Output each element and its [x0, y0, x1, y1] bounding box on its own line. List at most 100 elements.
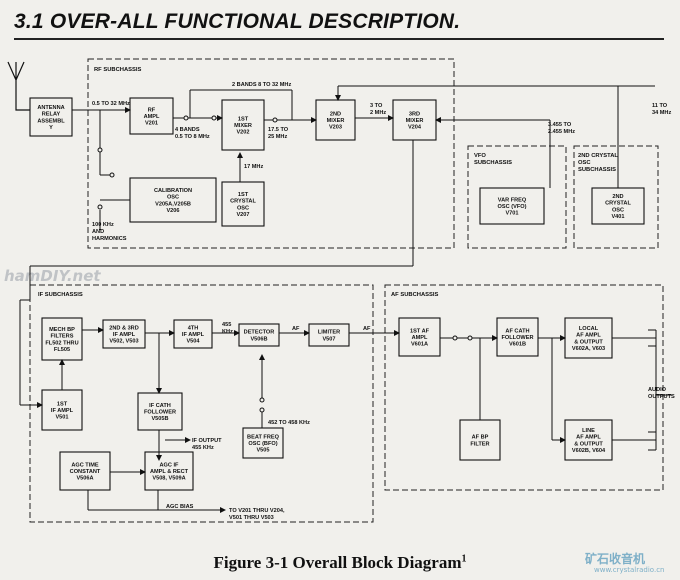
calibration-osc-label-line: OSC [167, 195, 179, 201]
2nd-3rd-if-ampl-label-line: 2ND & 3RD [109, 325, 139, 331]
2nd-mixer-label-line: 2ND [330, 111, 341, 117]
2nd-mixer-label-line: MIXER [327, 118, 345, 124]
rf-ampl-label-line: RF [148, 107, 156, 113]
line-af-ampl-label-line: V602B, V604 [572, 448, 606, 454]
agc-time-constant-label-line: V506A [76, 476, 93, 482]
var-freq-osc-label-line: V701 [505, 211, 518, 217]
antenna-relay-label-line: Y [49, 125, 53, 131]
osc2-subchassis-frame [573, 145, 659, 249]
line-af-ampl-label-line: & OUTPUT [574, 441, 603, 447]
label-0-5-to-32-mhz: 0.5 TO 32 MHz [92, 101, 130, 107]
antenna-relay-label-line: ANTENNA [37, 105, 64, 111]
switch-contact [183, 115, 189, 121]
antenna-relay-label-line: ASSEMBL [37, 118, 65, 124]
calibration-osc-label-line: CALIBRATION [154, 188, 192, 194]
watermark-url: www.crystalradio.cn [594, 566, 665, 574]
agc-if-ampl-label-line: AGC IF [160, 462, 180, 468]
rf-subchassis-label: RF SUBCHASSIS [94, 67, 141, 73]
2nd-3rd-if-ampl-label-line: V502, V503 [109, 339, 138, 345]
1st-if-ampl-label-line: V501 [55, 415, 68, 421]
page-title: 3.1 OVER-ALL FUNCTIONAL DESCRIPTION. [14, 10, 461, 33]
label-agc-bias: AGC BIAS [166, 504, 194, 510]
2nd-mixer-label-line: V203 [329, 125, 342, 131]
2nd-3rd-if-ampl-label-line: IF AMPL [113, 332, 136, 338]
1st-af-ampl-label-line: V601A [411, 342, 428, 348]
label-to-v201: TO V201 THRU V204,V501 THRU V503 [229, 508, 285, 521]
line-af-ampl-label-line: LINE [582, 428, 595, 434]
line-af-ampl-label-line: AF AMPL [576, 435, 601, 441]
agc-time-constant-label-line: CONSTANT [70, 469, 101, 475]
switch-contact [467, 335, 473, 341]
mech-bp-filters-label-line: MECH BP [49, 327, 75, 333]
switch-contact [259, 407, 265, 413]
detector-label-line: V506B [250, 336, 267, 342]
agc-if-ampl-label-line: AMPL & RECT [150, 469, 189, 475]
label-af-detector: AF [292, 326, 300, 332]
label-af-limiter: AF [363, 326, 371, 332]
beat-freq-osc-label-line: V505 [256, 448, 269, 454]
antenna-relay-label-line: RELAY [42, 112, 61, 118]
var-freq-osc-label-line: VAR FREQ [498, 197, 527, 203]
2nd-crystal-osc-label-line: CRYSTAL [605, 201, 631, 207]
switch-contact [272, 117, 278, 123]
3rd-mixer-label-line: MIXER [406, 118, 424, 124]
1st-crystal-osc-label-line: 1ST [238, 192, 249, 198]
limiter-label-line: LIMITER [318, 330, 340, 336]
af-bp-filter-label-line: FILTER [470, 441, 489, 447]
label-bfo-range: 452 TO 458 KHz [268, 420, 310, 426]
1st-crystal-osc-label-line: V207 [236, 212, 249, 218]
1st-if-ampl-label-line: 1ST [57, 401, 68, 407]
rf-ampl-label-line: AMPL [144, 114, 160, 120]
switch-contact [97, 147, 103, 153]
2nd-crystal-osc-label-line: OSC [612, 207, 624, 213]
4th-if-ampl-label-line: IF AMPL [182, 332, 205, 338]
mech-bp-filters-label-line: FL502 THRU [45, 340, 78, 346]
4th-if-ampl-label-line: V504 [186, 339, 200, 345]
3rd-mixer-label-line: V204 [408, 125, 422, 131]
watermark-site: hamDIY.net [4, 267, 101, 285]
agc-time-constant-label-line: AGC TIME [71, 462, 99, 468]
beat-freq-osc-label-line: BEAT FREQ [247, 434, 280, 440]
vfo-subchassis-frame [467, 145, 567, 249]
antenna-icon [7, 61, 30, 111]
calibration-osc-label-line: V206 [166, 208, 179, 214]
agc-if-ampl-label-line: V508, V509A [152, 476, 185, 482]
4th-if-ampl-label-line: 4TH [188, 325, 199, 331]
2nd-crystal-osc-label-line: 2ND [612, 194, 623, 200]
local-af-ampl-label-line: & OUTPUT [574, 339, 603, 345]
af-subchassis-frame [384, 284, 664, 491]
af-cath-follower-label-line: V601B [509, 342, 526, 348]
mech-bp-filters-label-line: FILTERS [51, 334, 74, 340]
1st-af-ampl-label-line: AMPL [412, 335, 428, 341]
switch-contact [97, 204, 103, 210]
af-bp-filter-label-line: AF BP [472, 435, 489, 441]
local-af-ampl-label-line: LOCAL [579, 326, 599, 332]
title-rule [14, 38, 664, 40]
mech-bp-filters-label-line: FL505 [54, 347, 70, 353]
switch-contact [211, 115, 217, 121]
